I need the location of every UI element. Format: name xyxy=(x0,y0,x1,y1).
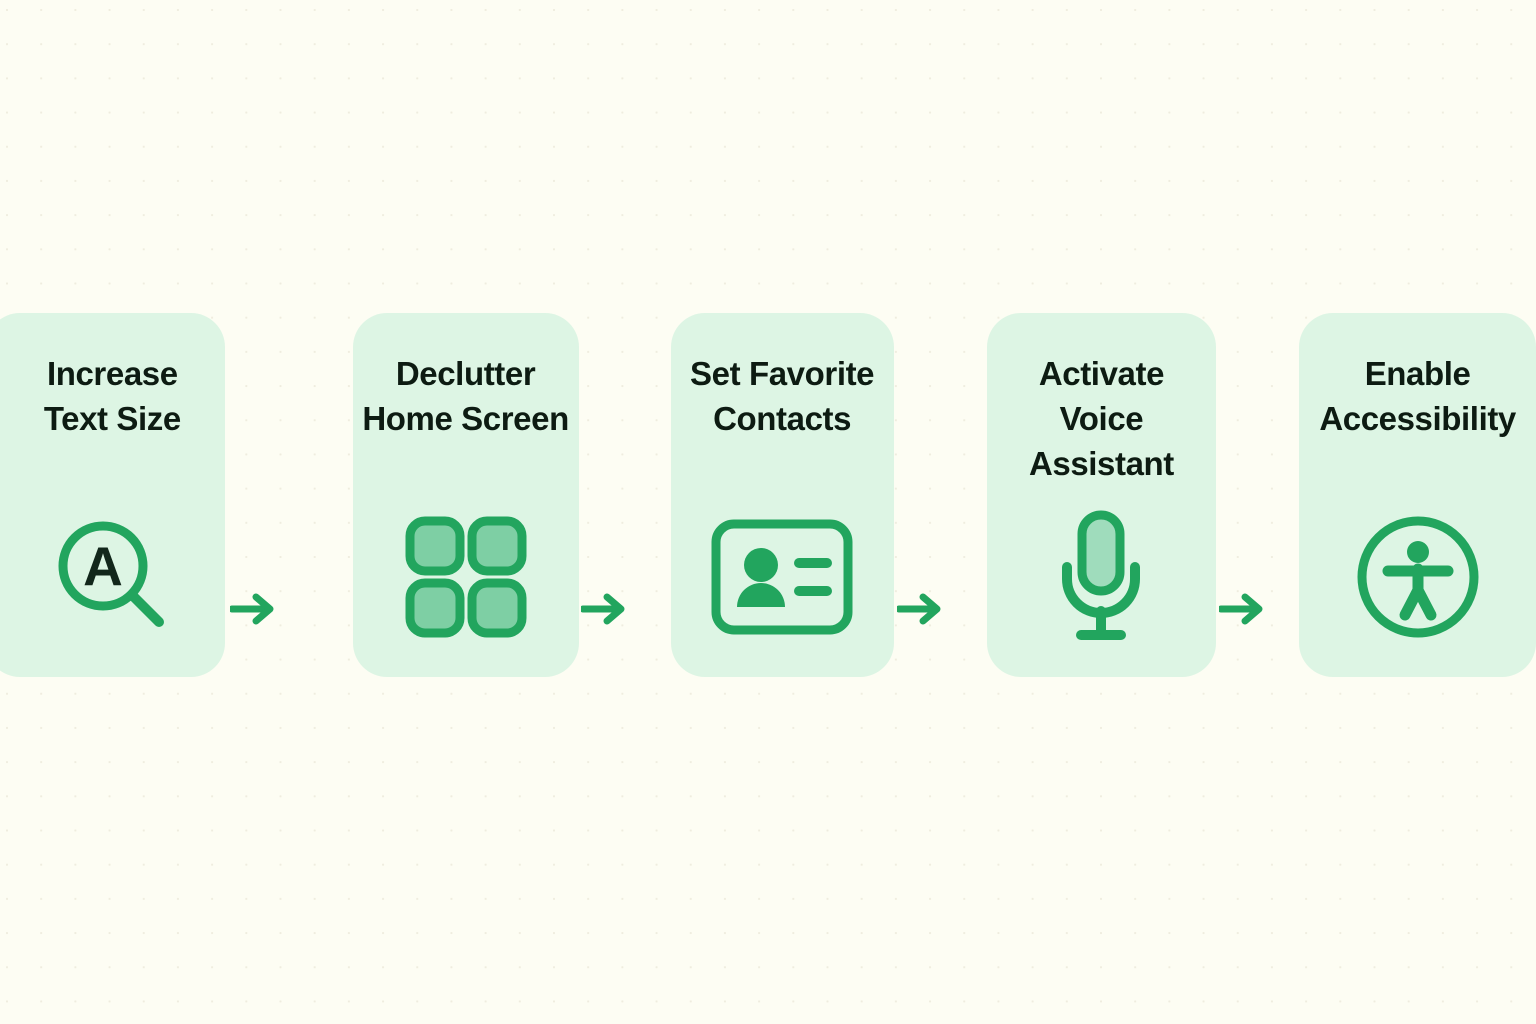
step-card-activate-voice-assistant[interactable]: Activate Voice Assistant xyxy=(986,313,1217,677)
step-title: Declutter Home Screen xyxy=(362,355,569,437)
step-title: Set Favorite Contacts xyxy=(690,355,875,437)
svg-text:A: A xyxy=(83,535,123,597)
grid-four-squares-icon xyxy=(353,477,579,677)
step-title: Enable Accessibility xyxy=(1319,355,1516,437)
arrow-right-icon xyxy=(895,587,947,631)
step-card-enable-accessibility[interactable]: Enable Accessibility xyxy=(1299,313,1536,677)
accessibility-person-icon xyxy=(1299,477,1536,677)
contact-card-icon xyxy=(671,477,894,677)
accessibility-setup-flow: Increase Text Size A Declutter Home Scre… xyxy=(0,313,1536,677)
arrow-right-icon xyxy=(579,587,631,631)
step-card-increase-text-size[interactable]: Increase Text Size A xyxy=(0,313,225,677)
microphone-icon xyxy=(987,477,1217,677)
arrow-right-icon xyxy=(228,587,280,631)
step-title: Increase Text Size xyxy=(43,355,181,437)
step-title: Activate Voice Assistant xyxy=(1028,355,1174,482)
arrow-right-icon xyxy=(1217,587,1269,631)
magnifier-letter-a-icon: A xyxy=(0,477,225,677)
step-card-declutter-home-screen[interactable]: Declutter Home Screen xyxy=(352,313,579,677)
step-card-set-favorite-contacts[interactable]: Set Favorite Contacts xyxy=(670,313,894,677)
